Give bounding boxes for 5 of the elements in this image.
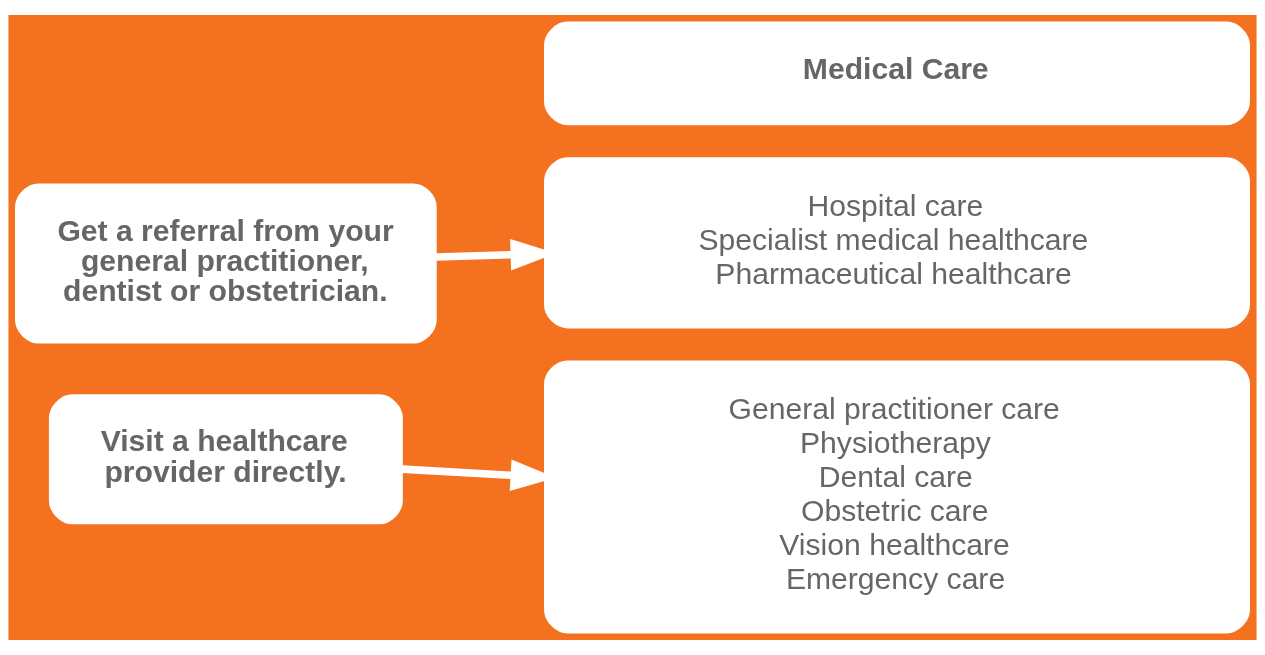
node-box: Get a referral from your general practitioner, dentist or obstetrician.: [15, 183, 437, 344]
node-box: Medical Care: [544, 21, 1250, 126]
node-box: Visit a healthcare provider directly.: [48, 394, 403, 525]
node-box: General practitioner care Physiotherapy Dental care Obstetric care Vision healthcare Emergency care: [544, 360, 1250, 634]
node-box: Hospital care Specialist medical healthcare Pharmaceutical healthcare: [544, 157, 1250, 329]
